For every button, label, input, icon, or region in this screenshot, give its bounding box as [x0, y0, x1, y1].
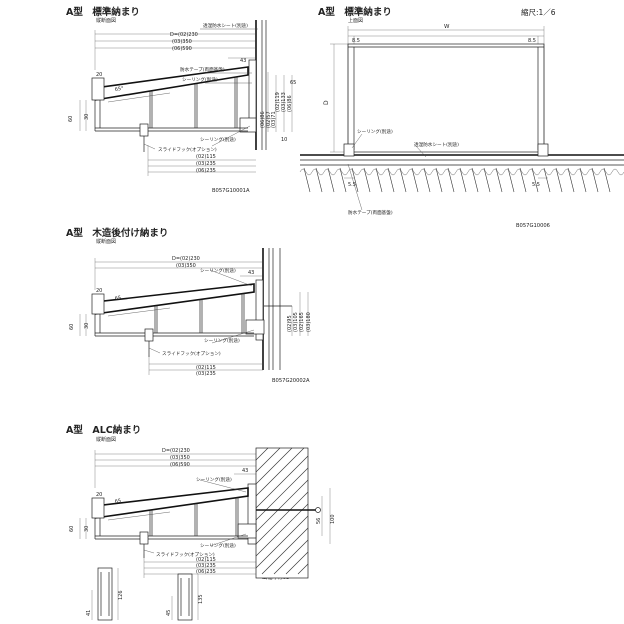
alc-dim-30: 30 [84, 526, 90, 532]
wood-vert2-1: (03)105 [293, 312, 299, 332]
wood-dim-60: 60 [69, 324, 75, 330]
plan-bot-right: 5.5 [532, 182, 540, 188]
alc-detail-41: 41 [86, 610, 92, 616]
alc-bottom-2: (06)235 [196, 569, 216, 575]
dim-60: 60 [68, 116, 74, 122]
label-sealing-top: シーリング(別途) [182, 76, 218, 83]
profile-detail-a [91, 567, 119, 621]
dim-vert2-1: (03)71 [271, 111, 277, 128]
wood-dim-30: 30 [84, 323, 90, 329]
section-title-plan: A型 標準納まり [318, 7, 392, 18]
alc-d-list-1: (03)350 [170, 455, 190, 461]
alc-label-sealing-top: シーリング(別途) [196, 476, 232, 483]
alc-d-list-0: D=(02)230 [162, 448, 190, 454]
plan-w-left: 8.5 [352, 38, 360, 44]
alc-dim-43: 43 [242, 468, 248, 474]
dim-65b: 65 [290, 80, 296, 86]
section-drawing-standard: 65° D=(02)230 (03)350 (06)590 43 20 30 6… [68, 20, 296, 176]
label-hook: スライドフック(オプション) [158, 147, 217, 153]
wood-bottom-0: (02)115 [196, 365, 216, 371]
alc-dim-60: 60 [69, 526, 75, 532]
section-drawing-wood: 65 D=(02)230 (03)350 43 20 30 60 (02)165… [69, 248, 312, 377]
drawing-code-standard: B057G10001A [212, 188, 250, 194]
svg-text:65°: 65° [114, 86, 124, 93]
label-sheet: 透湿防水シート(別途) [203, 22, 248, 29]
alc-bottom-0: (02)115 [196, 557, 216, 563]
alc-d-list-2: (06)590 [170, 462, 190, 468]
section-view-standard: 縦断面図 [96, 18, 117, 24]
dim-bottom-0: (02)115 [196, 154, 216, 160]
alc-label-sealing: シーリング(別途) [200, 542, 236, 549]
alc-dim-65: 65 [114, 498, 121, 505]
section-view-alc: 縦断面図 [96, 437, 117, 443]
plan-bot-left: 5.5 [348, 182, 356, 188]
dim-30: 30 [84, 114, 90, 120]
dim-d-list-2: (06)590 [172, 46, 192, 52]
dim-43: 43 [240, 58, 246, 64]
wood-dim-43: 43 [248, 270, 254, 276]
dim-d-list-0: D=(02)230 [170, 32, 198, 38]
wood-d-list-1: (03)350 [176, 263, 196, 269]
dim-20: 20 [96, 72, 102, 78]
dim-bottom-1: (03)235 [196, 161, 216, 167]
section-title-alc: A型 ALC納まり [66, 425, 142, 436]
alc-dim-56: 56 [316, 518, 322, 524]
wood-label-hook: スライドフック(オプション) [162, 351, 221, 357]
section-view-plan: 上面図 [348, 18, 364, 24]
dim-10: 10 [281, 137, 287, 143]
wood-d-list-0: D=(02)230 [172, 256, 200, 262]
drawing-code-wood: B057G20002A [272, 378, 310, 384]
section-view-wood: 縦断面図 [96, 239, 117, 245]
label-sealing: シーリング(別途) [200, 136, 236, 143]
drawing-code-plan: B057G10006 [516, 223, 550, 229]
dim-vert2-2: (06)86 [260, 111, 266, 128]
label-tape: 防水テープ(両面基盤) [180, 66, 225, 73]
dim-vert2-0: (02)57 [266, 111, 272, 128]
plan-label-sheet: 透湿防水シート(別途) [414, 141, 459, 148]
alc-dim-20: 20 [96, 492, 102, 498]
wood-bottom-1: (03)235 [196, 371, 216, 377]
plan-label-sealing: シーリング(別途) [357, 128, 393, 135]
dim-d-list-1: (03)350 [172, 39, 192, 45]
profile-detail-b [171, 573, 199, 621]
wood-vert2-0: (02)95 [287, 315, 293, 332]
alc-detail-45: 45 [166, 610, 172, 616]
wood-label-sealing: シーリング(別途) [204, 337, 240, 344]
alc-dim-100: 100 [330, 514, 336, 524]
dim-bottom-2: (06)235 [196, 168, 216, 174]
dim-vert1-1: (03)133 [281, 92, 287, 112]
wood-label-sealing-top: シーリング(別途) [200, 267, 236, 274]
wood-dim-20: 20 [96, 288, 102, 294]
alc-label-hook: スライドフック(オプション) [156, 552, 215, 558]
plan-w: W [444, 24, 450, 30]
section-drawing-alc: 65 D=(02)230 (03)350 (06)590 43 20 30 60… [69, 447, 336, 621]
section-title-standard: A型 標準納まり [66, 7, 140, 18]
dim-vert1-2: (06)86 [287, 95, 293, 112]
scale-label: 縮尺:1／6 [521, 8, 556, 17]
section-title-wood: A型 木造後付け納まり [66, 228, 169, 239]
plan-w-right: 8.5 [528, 38, 536, 44]
wood-vert1-1: (03)180 [306, 312, 312, 332]
alc-detail-135: 135 [198, 594, 204, 604]
alc-detail-126: 126 [118, 590, 124, 600]
wood-vert1-0: (02)165 [299, 312, 305, 332]
alc-bottom-1: (03)235 [196, 563, 216, 569]
dim-vert1-0: (02)119 [275, 92, 281, 112]
section-drawing-plan: W 8.5 8.5 D 5.5 5.5 シーリング(別途) 透湿防水シート(別途… [299, 24, 624, 216]
wood-dim-65: 65 [114, 295, 121, 302]
plan-label-tape: 防水テープ(両面基盤) [348, 209, 393, 216]
plan-d: D [323, 100, 330, 105]
